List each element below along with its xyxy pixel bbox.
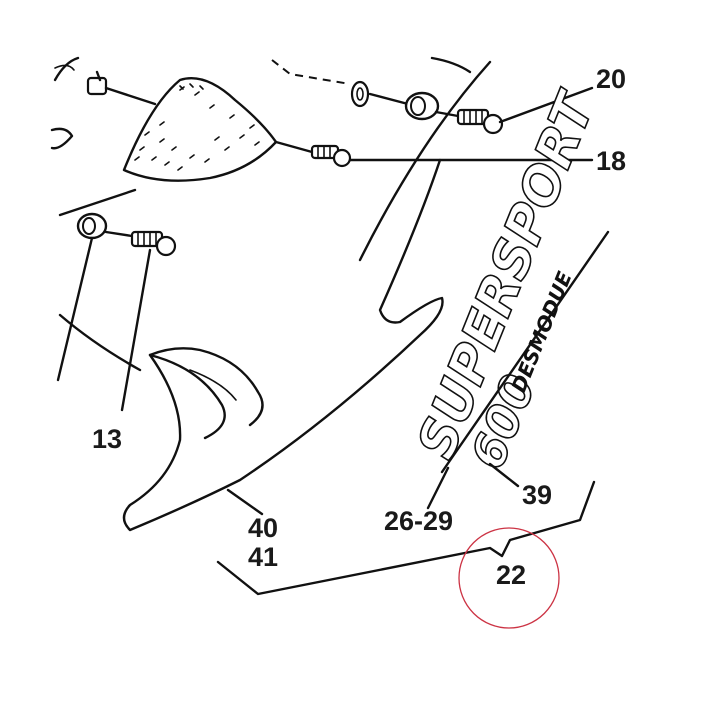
screw-18 — [274, 140, 594, 168]
callout-39: 39 — [522, 480, 552, 510]
callout-41: 41 — [248, 542, 278, 572]
group-bracket-22 — [216, 480, 596, 596]
screw-13 — [130, 230, 177, 257]
callout-13: 13 — [92, 424, 122, 454]
callout-18: 18 — [596, 146, 626, 176]
turn-signal-lens — [122, 77, 278, 182]
leader-40 — [226, 488, 264, 516]
highlight-circle — [458, 527, 560, 629]
callout-26-29: 26-29 — [384, 506, 453, 536]
fairing-top-edge — [430, 56, 472, 74]
screw-top-left — [86, 70, 157, 106]
callout-40: 40 — [248, 513, 278, 543]
screw-20 — [456, 86, 594, 135]
washer-ring — [350, 80, 410, 108]
leader-13 — [56, 236, 152, 412]
dashed-guide — [271, 59, 351, 85]
decal-supersport: SUPERSPORT 600 DESMODUE — [406, 82, 610, 477]
fairing-body — [58, 60, 492, 532]
callout-20: 20 — [596, 64, 626, 94]
callout-22: 22 — [496, 560, 526, 590]
top-left-bracket — [50, 56, 80, 150]
grommet-left — [76, 212, 134, 240]
leader-39 — [488, 462, 520, 488]
leader-26-29 — [426, 466, 450, 510]
grommet-top — [404, 91, 460, 121]
